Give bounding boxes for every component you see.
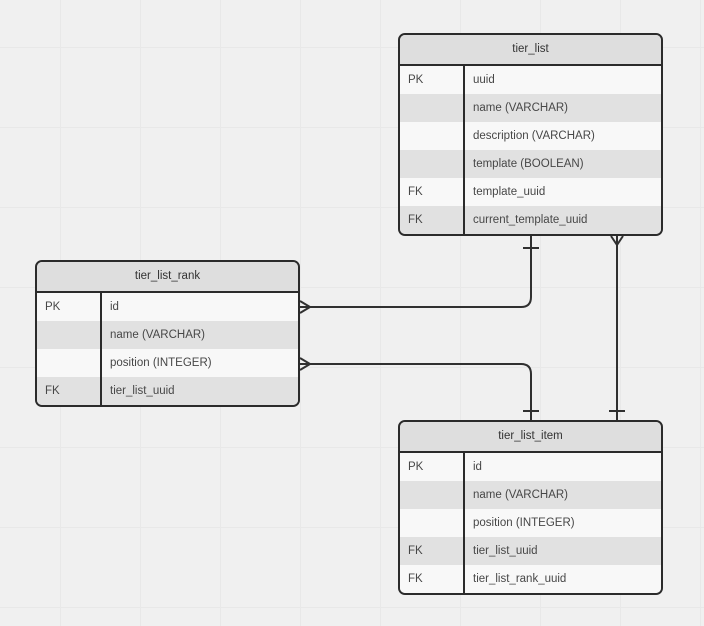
table-row[interactable]: FK current_template_uuid [400, 206, 661, 234]
key-cell: PK [37, 293, 102, 321]
key-cell: PK [400, 453, 465, 481]
table-row[interactable]: PK id [37, 293, 298, 321]
field-label: tier_list_uuid [110, 385, 175, 397]
key-cell: FK [400, 565, 465, 593]
many-marker [299, 300, 311, 314]
relationship-tier_list-tier_list_item[interactable] [609, 235, 625, 420]
key-cell [37, 321, 102, 349]
field-label: name (VARCHAR) [473, 489, 568, 501]
key-cell [400, 509, 465, 537]
field-label: id [110, 301, 119, 313]
table-tier_list_rank[interactable]: tier_list_rank PK id name (VARCHAR) posi… [35, 260, 300, 407]
key-cell: FK [400, 206, 465, 234]
table-row[interactable]: FK tier_list_rank_uuid [400, 565, 661, 593]
table-header[interactable]: tier_list_item [400, 422, 661, 453]
table-row[interactable]: name (VARCHAR) [37, 321, 298, 349]
relationship-tier_list_rank-tier_list_item[interactable] [299, 357, 539, 420]
table-row[interactable]: name (VARCHAR) [400, 481, 661, 509]
table-row[interactable]: PK uuid [400, 66, 661, 94]
key-cell [37, 349, 102, 377]
table-header[interactable]: tier_list [400, 35, 661, 66]
field-label: position (INTEGER) [110, 357, 212, 369]
key-cell: PK [400, 66, 465, 94]
table-row[interactable]: FK tier_list_uuid [400, 537, 661, 565]
key-cell [400, 94, 465, 122]
many-marker [299, 357, 311, 371]
field-label: position (INTEGER) [473, 517, 575, 529]
field-label: id [473, 461, 482, 473]
table-row[interactable]: position (INTEGER) [37, 349, 298, 377]
field-label: template (BOOLEAN) [473, 158, 584, 170]
field-label: tier_list_rank_uuid [473, 573, 567, 585]
field-label: name (VARCHAR) [110, 329, 205, 341]
key-cell: FK [400, 178, 465, 206]
field-label: name (VARCHAR) [473, 102, 568, 114]
field-label: description (VARCHAR) [473, 130, 595, 142]
table-row[interactable]: description (VARCHAR) [400, 122, 661, 150]
table-row[interactable]: template (BOOLEAN) [400, 150, 661, 178]
field-label: current_template_uuid [473, 214, 588, 226]
relationship-tier_list-tier_list_rank[interactable] [299, 236, 539, 314]
table-row[interactable]: name (VARCHAR) [400, 94, 661, 122]
key-cell: FK [37, 377, 102, 405]
table-tier_list_item[interactable]: tier_list_item PK id name (VARCHAR) posi… [398, 420, 663, 595]
table-tier_list[interactable]: tier_list PK uuid name (VARCHAR) descrip… [398, 33, 663, 236]
key-cell: FK [400, 537, 465, 565]
field-label: template_uuid [473, 186, 546, 198]
table-row[interactable]: position (INTEGER) [400, 509, 661, 537]
key-cell [400, 122, 465, 150]
field-label: uuid [473, 74, 495, 86]
table-row[interactable]: PK id [400, 453, 661, 481]
table-header[interactable]: tier_list_rank [37, 262, 298, 293]
key-cell [400, 150, 465, 178]
table-row[interactable]: FK tier_list_uuid [37, 377, 298, 405]
table-row[interactable]: FK template_uuid [400, 178, 661, 206]
field-label: tier_list_uuid [473, 545, 538, 557]
key-cell [400, 481, 465, 509]
many-marker [610, 235, 624, 246]
